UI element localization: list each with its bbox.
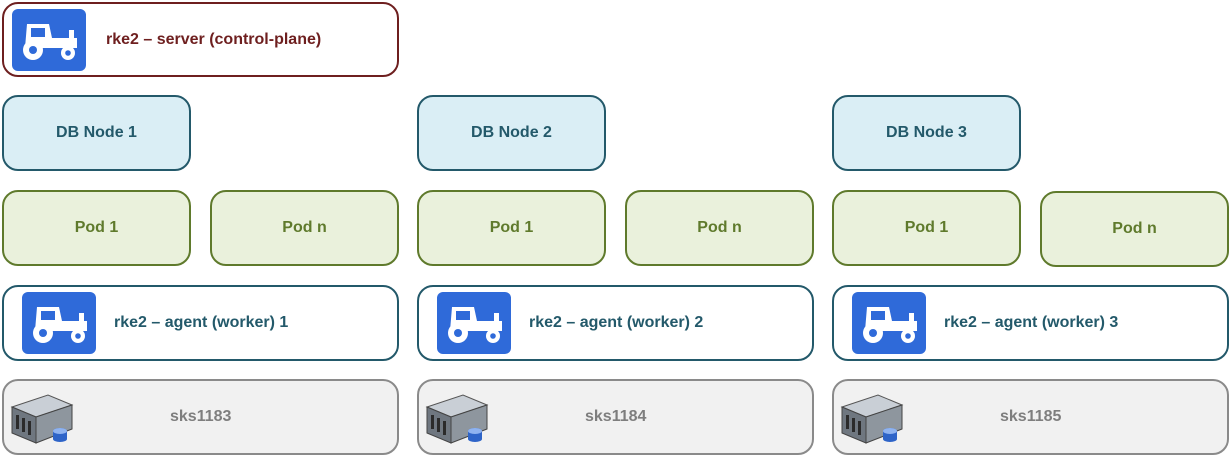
db-node-2: DB Node 2	[417, 95, 606, 171]
host-box-3: sks1185	[832, 379, 1229, 455]
server-hardware-icon	[425, 394, 489, 444]
host-box-2: sks1184	[417, 379, 814, 455]
control-plane-label: rke2 – server (control-plane)	[106, 30, 322, 48]
db-node-label: DB Node 3	[886, 124, 967, 141]
server-hardware-icon	[840, 394, 904, 444]
tractor-icon	[437, 292, 511, 354]
pod-box: Pod n	[210, 190, 399, 266]
pod-box: Pod 1	[832, 190, 1021, 266]
db-node-label: DB Node 2	[471, 124, 552, 141]
pod-box: Pod 1	[2, 190, 191, 266]
pod-label: Pod n	[282, 219, 327, 236]
host-label: sks1183	[170, 408, 232, 425]
tractor-icon	[22, 292, 96, 354]
pod-box: Pod 1	[417, 190, 606, 266]
agent-box-3: rke2 – agent (worker) 3	[832, 285, 1229, 361]
db-node-label: DB Node 1	[56, 124, 137, 141]
tractor-icon	[852, 292, 926, 354]
agent-label: rke2 – agent (worker) 2	[529, 314, 704, 331]
agent-box-2: rke2 – agent (worker) 2	[417, 285, 814, 361]
db-node-3: DB Node 3	[832, 95, 1021, 171]
pod-box: Pod n	[1040, 191, 1229, 267]
control-plane-box: rke2 – server (control-plane)	[2, 2, 399, 77]
server-hardware-icon	[10, 394, 74, 444]
pod-label: Pod n	[1112, 220, 1157, 237]
pod-label: Pod n	[697, 219, 742, 236]
db-node-1: DB Node 1	[2, 95, 191, 171]
host-label: sks1184	[585, 408, 647, 425]
agent-box-1: rke2 – agent (worker) 1	[2, 285, 399, 361]
pod-label: Pod 1	[904, 219, 949, 236]
pod-label: Pod 1	[489, 219, 534, 236]
agent-label: rke2 – agent (worker) 1	[114, 314, 289, 331]
host-label: sks1185	[1000, 408, 1062, 425]
pod-box: Pod n	[625, 190, 814, 266]
tractor-icon	[12, 8, 86, 71]
host-box-1: sks1183	[2, 379, 399, 455]
pod-label: Pod 1	[74, 219, 119, 236]
agent-label: rke2 – agent (worker) 3	[944, 314, 1119, 331]
